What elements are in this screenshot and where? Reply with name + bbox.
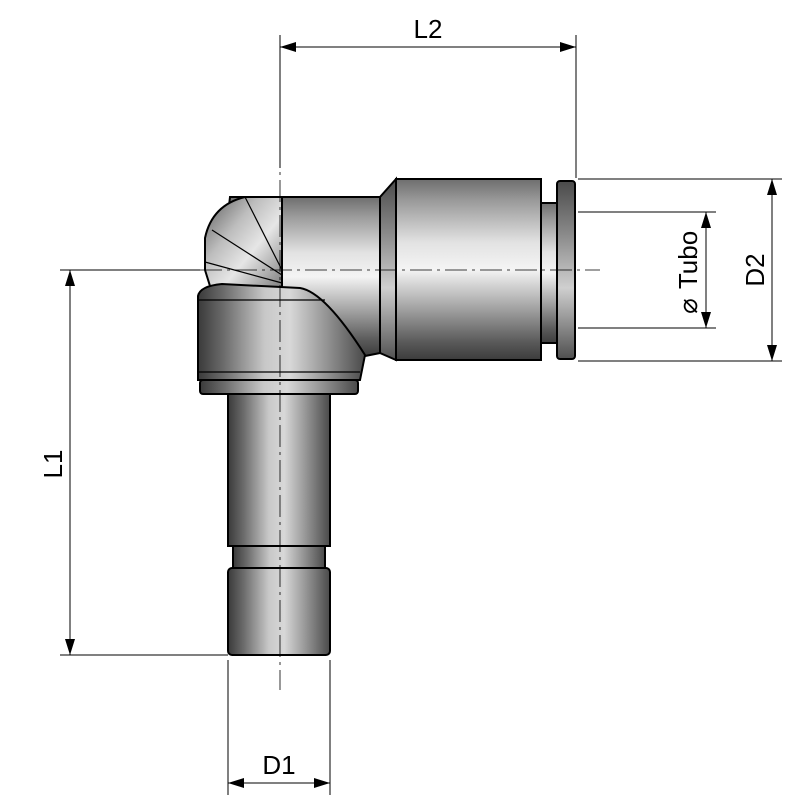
fitting-body: [197, 176, 576, 656]
collet-body: [395, 178, 542, 361]
collar-flange: [199, 379, 359, 395]
plug-tip: [227, 567, 331, 656]
diameter-symbol: ⌀: [673, 298, 703, 314]
collet-neck: [540, 202, 558, 344]
dimension-l2: L2: [279, 14, 577, 178]
label-d1: D1: [262, 750, 295, 780]
stem-groove: [232, 545, 326, 569]
elbow-facet: [204, 196, 283, 284]
shoulder-ring: [379, 176, 397, 362]
collar-ridge: [198, 299, 360, 373]
elbow-bend: [204, 196, 283, 292]
plug-stem: [227, 393, 331, 547]
vertical-collar: [197, 282, 367, 381]
label-d2: D2: [740, 253, 770, 286]
dimension-d1: D1: [227, 660, 331, 795]
label-l2: L2: [414, 14, 443, 44]
dimension-tube: ⌀ Tubo: [578, 211, 716, 329]
dimension-d2: D2: [578, 178, 782, 362]
label-l1: L1: [38, 450, 68, 479]
label-tube: Tubo: [673, 231, 703, 289]
dimension-l1: L1: [38, 269, 228, 656]
